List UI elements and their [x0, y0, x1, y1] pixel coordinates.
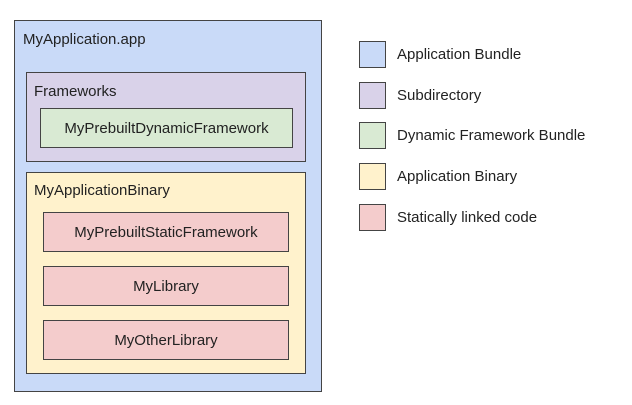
legend-swatch: [359, 40, 386, 68]
static-framework-box: MyPrebuiltStaticFramework: [43, 212, 289, 252]
legend-label: Application Binary: [397, 167, 518, 185]
legend-item-dynamic-framework: Dynamic Framework Bundle: [359, 121, 585, 149]
legend-label: Subdirectory: [397, 86, 482, 104]
legend-swatch: [359, 121, 386, 149]
legend-label: Statically linked code: [397, 208, 538, 226]
legend-swatch: [359, 81, 386, 109]
dynamic-framework-box: MyPrebuiltDynamicFramework: [40, 108, 293, 148]
application-bundle-label: MyApplication.app: [23, 31, 146, 48]
legend-item-static-code: Statically linked code: [359, 203, 537, 231]
legend-item-subdirectory: Subdirectory: [359, 81, 481, 109]
legend-swatch: [359, 162, 386, 190]
legend-label: Application Bundle: [397, 45, 522, 63]
frameworks-subdirectory-label: Frameworks: [34, 83, 117, 100]
legend-item-application-bundle: Application Bundle: [359, 40, 521, 68]
application-binary-label: MyApplicationBinary: [34, 182, 170, 199]
legend-swatch: [359, 203, 386, 231]
legend-item-application-binary: Application Binary: [359, 162, 517, 190]
my-library-box: MyLibrary: [43, 266, 289, 306]
my-other-library-box: MyOtherLibrary: [43, 320, 289, 360]
legend-label: Dynamic Framework Bundle: [397, 126, 586, 144]
